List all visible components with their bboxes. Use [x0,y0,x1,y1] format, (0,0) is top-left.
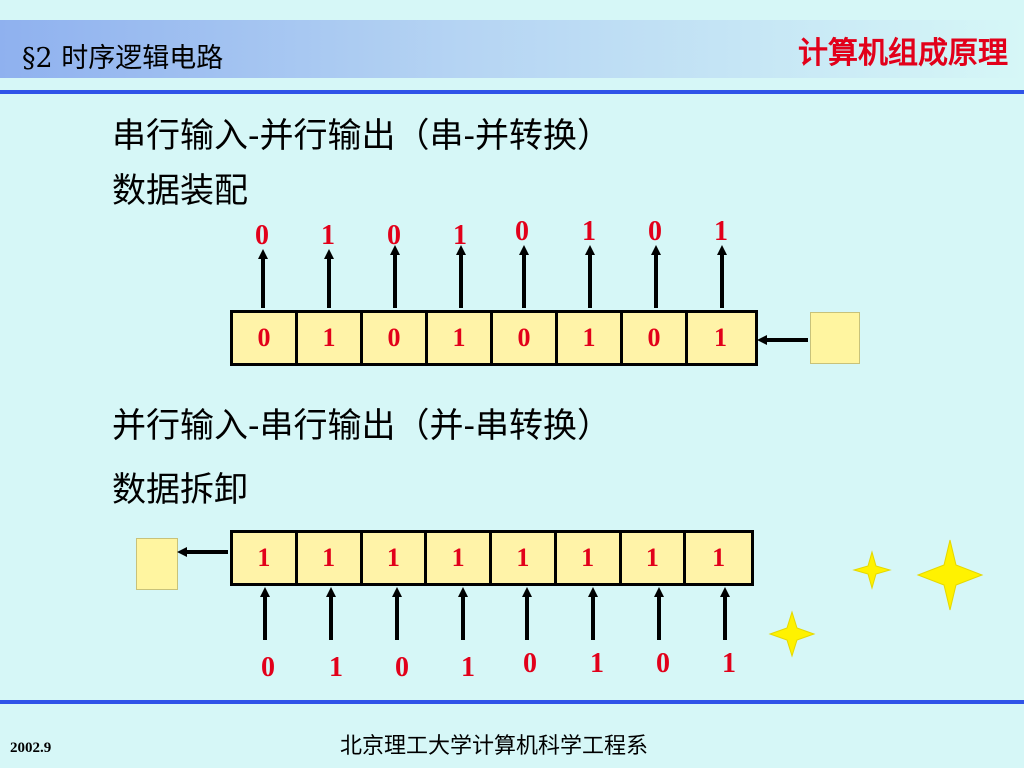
header-bar [0,20,1024,78]
section-2-title: 并行输入-串行输出（并-串转换） [112,406,611,446]
output-bit: 1 [714,216,728,247]
input-bit: 0 [395,652,409,683]
top-divider [0,90,1024,94]
footer-date: 2002.9 [10,740,52,756]
register-cell: 0 [363,313,428,363]
register-cell: 1 [714,323,727,352]
input-bit: 1 [329,652,343,683]
output-bit: 0 [648,216,662,247]
register-cell: 0 [623,313,688,363]
star-icon [916,539,984,611]
upward-input-arrows [260,587,730,640]
serial-output-box [136,538,178,590]
register-cell: 1 [492,533,557,583]
section-1-subtitle: 数据装配 [112,171,248,211]
star-icon [852,550,892,590]
register-cell: 1 [428,313,493,363]
input-bit: 0 [261,652,275,683]
footer-department: 北京理工大学计算机科学工程系 [340,734,649,759]
course-title: 计算机组成原理 [798,36,1008,71]
serial-input-box [810,312,860,364]
register-cell: 1 [558,313,623,363]
register-cell: 1 [363,533,428,583]
output-bit: 0 [515,216,529,247]
input-bit: 0 [656,648,670,679]
register-cell: 1 [712,543,726,572]
input-bit: 1 [461,652,475,683]
output-bit: 0 [387,220,401,251]
register-cell: 1 [233,533,298,583]
bottom-divider [0,700,1024,704]
output-bit: 1 [453,220,467,251]
section-title: §2 时序逻辑电路 [22,43,224,74]
shift-register-parallel-in: 1 1 1 1 1 1 1 1 [230,530,754,586]
output-bit: 0 [255,220,269,251]
decorative-stars [768,539,984,658]
register-cell: 1 [427,533,492,583]
register-cell: 1 [298,313,363,363]
register-cell: 1 [622,533,687,583]
register-cell: 0 [233,313,298,363]
register-cell: 0 [493,313,558,363]
input-bit: 1 [590,648,604,679]
section-2-subtitle: 数据拆卸 [112,470,248,510]
register-cell: 1 [298,533,363,583]
star-icon [768,610,816,658]
output-bit: 1 [321,220,335,251]
shift-register-serial-in: 0 1 0 1 0 1 0 1 [230,310,758,366]
input-bit: 0 [523,648,537,679]
output-bit: 1 [582,216,596,247]
upward-output-arrows [258,245,727,308]
section-1-title: 串行输入-并行输出（串-并转换） [112,116,611,156]
input-bit: 1 [722,648,736,679]
register-cell: 1 [557,533,622,583]
